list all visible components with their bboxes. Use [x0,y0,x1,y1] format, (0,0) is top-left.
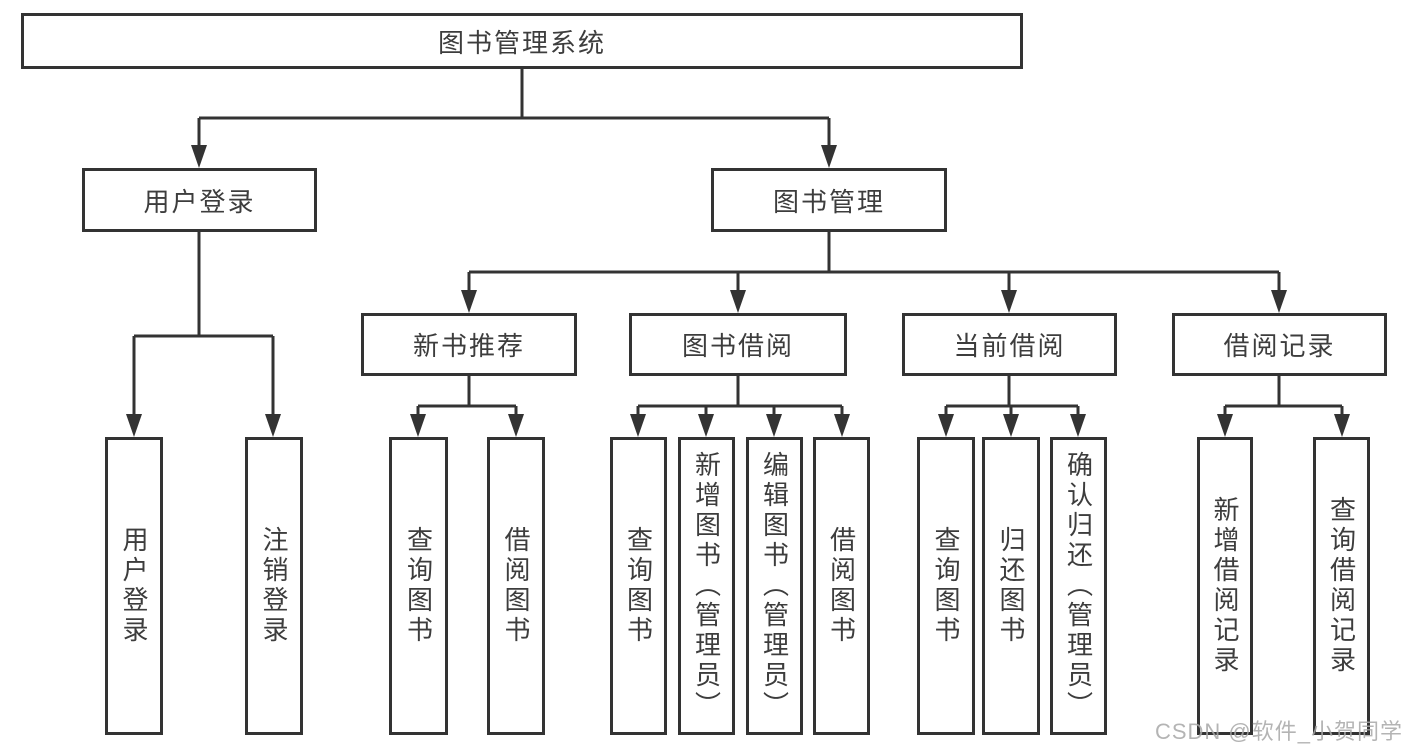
leaf-user-login: 用户登录 [105,437,163,735]
leaf-borrow-book: 借阅图书 [813,437,870,735]
leaf-edit-book-admin: 编辑图书（管理员） [746,437,803,735]
leaf-query-book-current: 查询图书 [917,437,975,735]
node-book-management: 图书管理 [711,168,947,232]
node-user-login: 用户登录 [82,168,317,232]
node-root-system: 图书管理系统 [21,13,1023,69]
leaf-confirm-return-admin: 确认归还（管理员） [1050,437,1107,735]
leaf-query-borrow-record: 查询借阅记录 [1313,437,1370,735]
leaf-add-book-admin: 新增图书（管理员） [678,437,735,735]
node-current-borrow: 当前借阅 [902,313,1117,376]
leaf-return-book: 归还图书 [982,437,1040,735]
node-borrow-records: 借阅记录 [1172,313,1387,376]
leaf-borrow-book-recommend: 借阅图书 [487,437,545,735]
leaf-add-borrow-record: 新增借阅记录 [1197,437,1253,735]
leaf-logout: 注销登录 [245,437,303,735]
leaf-query-book-borrow: 查询图书 [610,437,667,735]
node-new-book-recommend: 新书推荐 [361,313,577,376]
node-book-borrow: 图书借阅 [629,313,847,376]
csdn-watermark: CSDN @软件_小贺同学 [1154,719,1403,744]
leaf-query-book-recommend: 查询图书 [389,437,448,735]
